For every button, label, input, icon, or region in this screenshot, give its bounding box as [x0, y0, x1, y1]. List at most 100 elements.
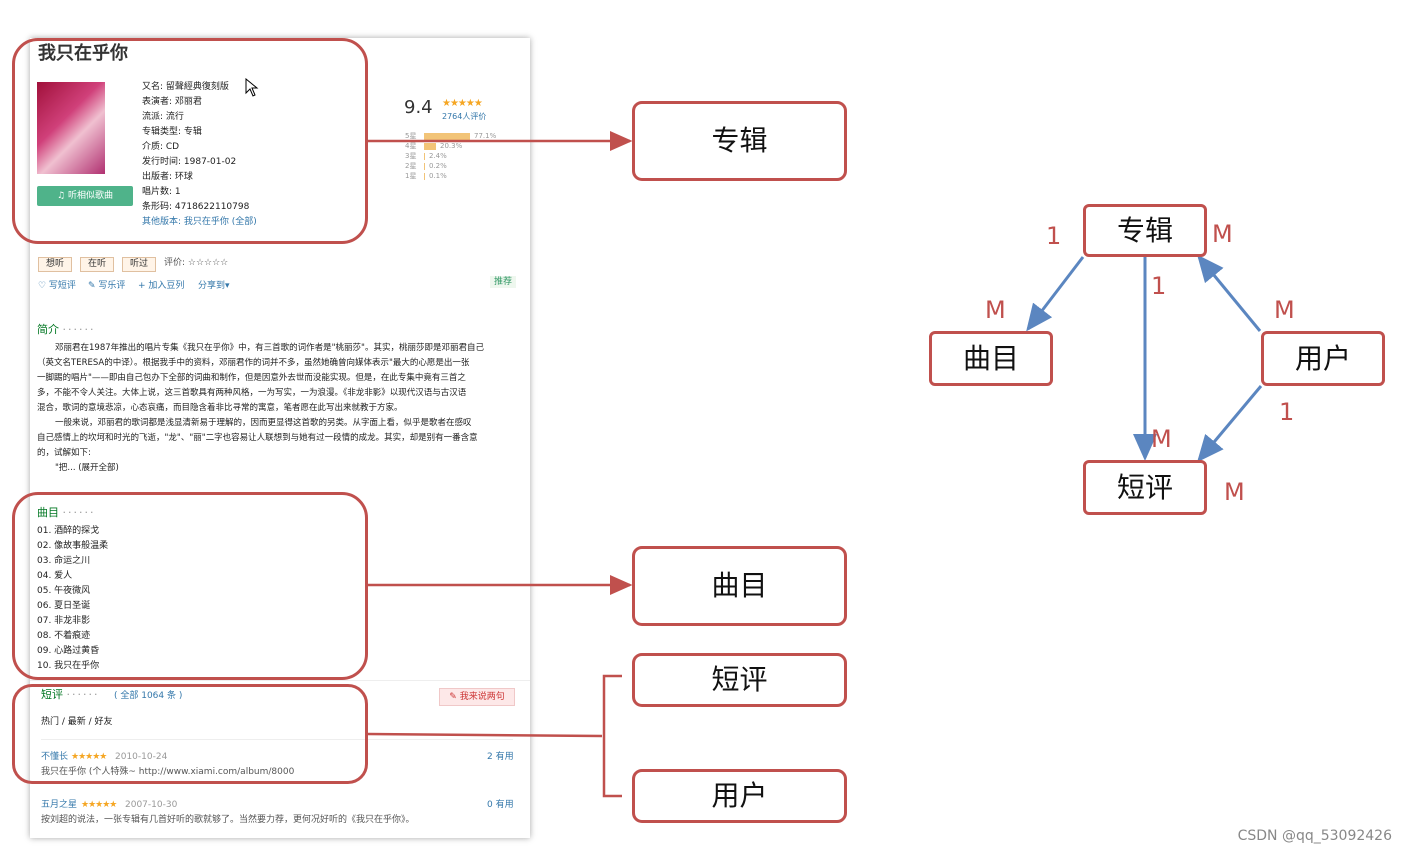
er-node-album: 专辑: [1083, 204, 1207, 257]
action-button-1[interactable]: 在听: [80, 257, 114, 272]
track-item: 02. 像故事般温柔: [37, 541, 109, 551]
rate-stars[interactable]: 评价: ☆☆☆☆☆: [164, 258, 229, 268]
add-to-list-link[interactable]: + 加入豆列: [138, 281, 185, 291]
rating-row-label: 3星: [405, 152, 417, 160]
rating-bar: [424, 163, 425, 170]
review-user[interactable]: 五月之星: [41, 800, 78, 810]
tracks-highlight-oval: [12, 492, 368, 680]
tracks-label-box: 曲目: [632, 546, 847, 626]
rating-row-pct: 77.1%: [474, 132, 497, 140]
cardinality-label: 1: [1046, 222, 1062, 250]
review-user[interactable]: 不懂长: [41, 752, 69, 762]
review-stars-icon: ★★★★★: [81, 800, 117, 810]
review-text: 我只在乎你 (个人特殊~ http://www.xiami.com/album/…: [41, 767, 295, 777]
intro-line: （英文名TERESA的中译）。根据我手中的资料，邓丽君作的词并不多，虽然她确曾向…: [37, 358, 470, 368]
album-page-screenshot: 我只在乎你 ♫ 听相似歌曲 又名: 留聲經典復刻版 表演者: 邓丽君 流派: 流…: [30, 38, 530, 838]
watermark: CSDN @qq_53092426: [1237, 828, 1392, 844]
write-review-button[interactable]: ✎ 我来说两句: [439, 688, 515, 706]
rating-stars-icon: ★★★★★: [442, 98, 483, 109]
album-cover-image: [37, 82, 105, 174]
rating-bar: [424, 143, 436, 150]
info-barcode: 条形码: 4718622110798: [142, 202, 250, 212]
cardinality-label: 1: [1151, 272, 1167, 300]
track-item: 05. 午夜微风: [37, 586, 91, 596]
album-label-box: 专辑: [632, 101, 847, 181]
review-text: 按刘超的说法，一张专辑有几首好听的歌就够了。当然要力荐，更何况好听的《我只在乎你…: [41, 815, 415, 825]
intro-line: 自己感情上的坎坷和时光的飞逝，"龙"、"丽"二字也容易让人联想到与她有过一段情的…: [37, 433, 478, 443]
intro-line: 一脚踢的唱片"——即由自己包办下全部的词曲和制作，但是因意外去世而没能实现。但是…: [37, 373, 466, 383]
intro-line: 多，不能不令人关注。大体上说，这三首歌具有两种风格，一为写实，一为浪漫。《非龙非…: [37, 388, 467, 398]
action-button-0[interactable]: 想听: [38, 257, 72, 272]
rating-bar: [424, 153, 425, 160]
review-date: 2010-10-24: [115, 752, 168, 762]
album-highlight-oval: [12, 38, 368, 244]
user-to-album-arrow: [1197, 254, 1262, 332]
listen-similar-button[interactable]: ♫ 听相似歌曲: [37, 186, 133, 206]
track-item: 03. 命运之川: [37, 556, 91, 566]
write-short-review-link[interactable]: ♡ 写短评: [38, 281, 76, 291]
album-title: 我只在乎你: [38, 43, 128, 64]
info-genre: 流派: 流行: [142, 112, 184, 122]
cardinality-label: 1: [1279, 398, 1295, 426]
er-node-review: 短评: [1083, 460, 1207, 515]
album-to-track-arrow: [1026, 256, 1085, 332]
review-date: 2007-10-30: [125, 800, 178, 810]
info-artist: 表演者: 邓丽君: [142, 97, 202, 107]
recommend-button[interactable]: 推荐: [490, 276, 517, 288]
action-button-2[interactable]: 听过: [122, 257, 156, 272]
reviews-label-box: 短评: [632, 653, 847, 707]
intro-line: 的，试解如下:: [37, 448, 91, 458]
info-medium: 介质: CD: [142, 142, 180, 152]
reviews-users-bracket: [602, 674, 622, 798]
review-tabs[interactable]: 热门 / 最新 / 好友: [41, 717, 113, 727]
cardinality-label: M: [1212, 220, 1233, 248]
cardinality-label: M: [1224, 478, 1245, 506]
write-music-review-link[interactable]: ✎ 写乐评: [88, 281, 126, 291]
intro-line: 邓丽君在1987年推出的唱片专集《我只在乎你》中，有三首歌的词作者是"桃丽莎"。…: [55, 343, 484, 353]
reviews-count[interactable]: ( 全部 1064 条 ): [114, 691, 183, 701]
review-useful[interactable]: 0 有用: [487, 800, 514, 810]
rating-row-label: 2星: [405, 162, 417, 170]
info-type: 专辑类型: 专辑: [142, 127, 202, 137]
info-release-date: 发行时间: 1987-01-02: [142, 157, 237, 167]
intro-line: 一般来说，邓丽君的歌词都是浅显清新易于理解的，因而更显得这首歌的另类。从字面上看…: [55, 418, 472, 428]
rating-row-pct: 0.2%: [429, 162, 447, 170]
users-label-box: 用户: [632, 769, 847, 823]
intro-heading-label: 简介: [37, 323, 59, 336]
rating-row-pct: 2.4%: [429, 152, 447, 160]
reviews-highlight-oval: [12, 684, 368, 784]
rating-bar: [424, 173, 425, 180]
rating-row-label: 1星: [405, 172, 417, 180]
info-alias: 又名: 留聲經典復刻版: [142, 82, 229, 92]
info-other-versions[interactable]: 其他版本: 我只在乎你 (全部): [142, 217, 257, 227]
review-useful[interactable]: 2 有用: [487, 752, 514, 762]
tracks-heading: 曲目 ······: [37, 506, 96, 519]
intro-heading: 简介 ······: [37, 323, 96, 336]
rating-score: 9.4: [404, 97, 433, 118]
reviews-heading: 短评 ······: [41, 688, 100, 701]
rating-bar: [424, 133, 470, 140]
cardinality-label: M: [985, 296, 1006, 324]
user-to-review-arrow: [1197, 385, 1263, 463]
divider: [41, 739, 513, 740]
mouse-cursor-icon: [245, 78, 259, 97]
divider: [30, 680, 530, 681]
tracks-heading-label: 曲目: [37, 506, 59, 519]
reviews-connector-line: [367, 732, 603, 738]
rating-count[interactable]: 2764人评价: [442, 112, 487, 121]
track-item: 10. 我只在乎你: [37, 661, 100, 671]
er-node-user: 用户: [1261, 331, 1385, 386]
rating-row-pct: 20.3%: [440, 142, 463, 150]
rating-row-label: 5星: [405, 132, 417, 140]
rating-row-label: 4星: [405, 142, 417, 150]
track-item: 06. 夏日圣诞: [37, 601, 91, 611]
info-publisher: 出版者: 环球: [142, 172, 193, 182]
track-item: 09. 心路过黄昏: [37, 646, 100, 656]
cardinality-label: M: [1274, 296, 1295, 324]
track-item: 07. 非龙非影: [37, 616, 91, 626]
share-link[interactable]: 分享到▾: [198, 281, 230, 291]
intro-line: "把... (展开全部): [55, 463, 119, 473]
er-node-track: 曲目: [929, 331, 1053, 386]
track-item: 08. 不着痕迹: [37, 631, 91, 641]
